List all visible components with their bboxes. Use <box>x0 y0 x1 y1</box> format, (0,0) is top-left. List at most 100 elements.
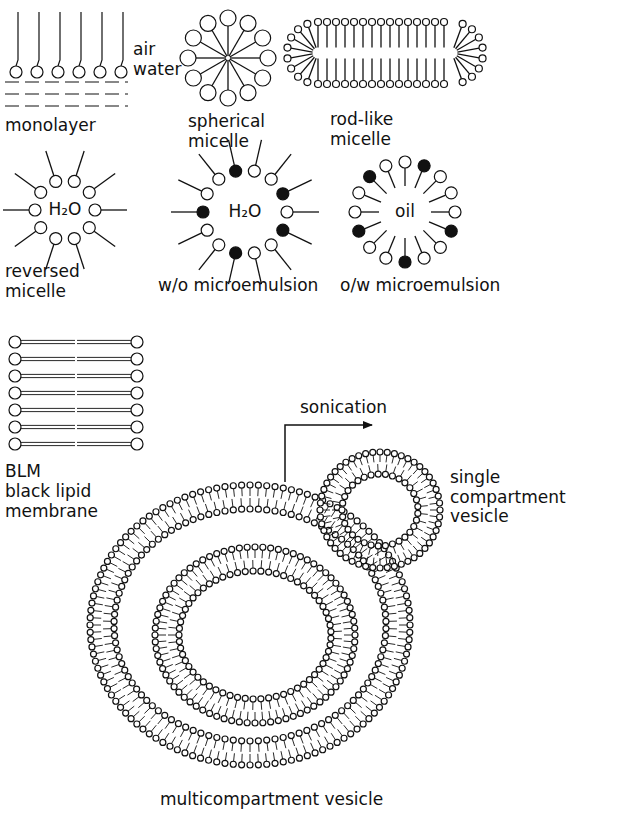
lipid-head <box>255 70 271 86</box>
lipid-head <box>178 645 184 651</box>
lipid-head <box>405 644 411 650</box>
lipid-head <box>383 626 389 632</box>
lipid-head <box>393 679 399 685</box>
lipid-head <box>345 541 351 547</box>
lipid-head <box>423 19 430 26</box>
lipid-head <box>344 666 350 672</box>
lipid-head <box>272 736 278 742</box>
lipid-head <box>445 187 457 199</box>
lipid-head <box>68 175 80 187</box>
lipid-head <box>437 507 443 513</box>
lipid-head <box>187 699 193 705</box>
lipid-head <box>381 640 387 646</box>
lipid-head <box>398 561 404 567</box>
lipid-head <box>180 651 186 657</box>
lipid-head <box>244 720 250 726</box>
lipid-head <box>200 707 206 713</box>
lipid-tail <box>229 60 244 86</box>
lipid-tail <box>371 59 372 81</box>
lipid-head <box>404 593 410 599</box>
lipid-head <box>323 570 329 576</box>
lipid-head <box>295 26 302 33</box>
lipid-head <box>396 538 402 544</box>
lipid-head <box>323 609 329 615</box>
lipid-head <box>9 438 21 450</box>
lipid-head <box>304 517 310 523</box>
lipid-tail <box>407 26 408 48</box>
lipid-head <box>360 523 366 529</box>
lipid-head <box>92 658 98 664</box>
lipid-tail <box>362 26 363 48</box>
lipid-head <box>146 513 152 519</box>
lipid-head <box>214 734 220 740</box>
lipid-head <box>288 487 294 493</box>
lipid-head <box>341 592 347 598</box>
lipid-tail <box>79 12 81 66</box>
lipid-head <box>206 733 212 739</box>
lipid-head <box>417 464 423 470</box>
lipid-head <box>195 590 201 596</box>
lipid-head <box>368 472 374 478</box>
lipid-head <box>306 677 312 683</box>
lipid-head <box>360 686 366 692</box>
lipid-tail <box>456 57 470 74</box>
lipid-head <box>288 757 294 763</box>
lipid-tail <box>415 236 422 253</box>
lipid-head <box>138 692 144 698</box>
lipid-tail <box>100 12 102 66</box>
lipid-head <box>371 710 377 716</box>
lipid-tail <box>443 26 444 48</box>
caption-label: BLM <box>5 462 85 482</box>
lipid-head <box>375 583 381 589</box>
lipid-head <box>198 514 204 520</box>
lipid-head <box>176 639 182 645</box>
lipid-head <box>200 557 206 563</box>
lipid-head <box>222 760 228 766</box>
lipid-head <box>95 579 101 585</box>
lipid-head <box>195 674 201 680</box>
lipid-head <box>389 473 395 479</box>
lipid-head <box>430 534 436 540</box>
lipid-tail <box>362 59 363 81</box>
lipid-head <box>277 224 289 236</box>
lipid-head <box>328 540 334 546</box>
lipid-head <box>87 615 93 621</box>
lipid-head <box>52 66 64 78</box>
lipid-head <box>149 541 155 547</box>
lipid-head <box>380 647 386 653</box>
lipid-head <box>201 224 213 236</box>
lipid-head <box>186 664 192 670</box>
lipid-head <box>29 204 41 216</box>
lipid-head <box>122 667 128 673</box>
lipid-head <box>239 762 245 768</box>
lipid-head <box>115 66 127 78</box>
lipid-tail <box>454 58 462 79</box>
lipid-head <box>339 507 345 513</box>
lipid-tail <box>291 48 313 52</box>
lipid-head <box>375 471 381 477</box>
lipid-head <box>185 30 201 46</box>
lipid-head <box>182 750 188 756</box>
lipid-head <box>98 672 104 678</box>
lipid-head <box>288 576 294 582</box>
lipid-head <box>475 34 482 41</box>
lipid-head <box>406 637 412 643</box>
lipid-head <box>155 536 161 542</box>
lipid-head <box>83 222 95 234</box>
lipid-head <box>122 577 128 583</box>
lipid-head <box>31 66 43 78</box>
lipid-head <box>288 65 295 72</box>
lipid-tail <box>15 231 36 246</box>
lipid-head <box>284 55 291 62</box>
lipid-tail <box>423 230 436 243</box>
lipid-head <box>214 510 220 516</box>
lipid-tail <box>388 236 395 253</box>
caption-label: sonication <box>300 398 420 418</box>
lipid-head <box>174 747 180 753</box>
lipid-tail <box>291 54 313 58</box>
lipid-tail <box>326 26 327 48</box>
lipid-head <box>88 607 94 613</box>
lipid-tail <box>300 32 314 49</box>
lipid-tail <box>309 27 317 48</box>
lipid-head <box>351 81 358 88</box>
